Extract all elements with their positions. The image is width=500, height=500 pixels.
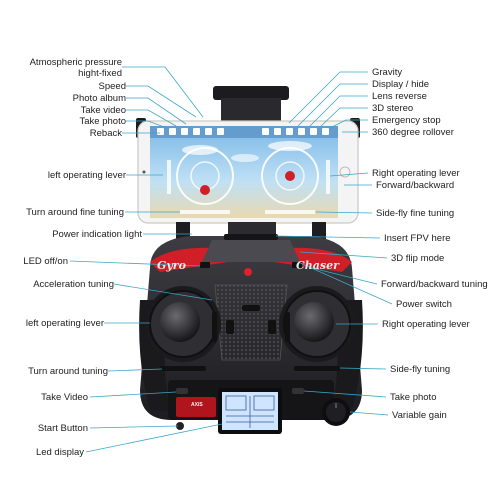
label-lens-reverse: Lens reverse (372, 91, 427, 102)
label-display-hide: Display / hide (372, 79, 430, 90)
label-led-off-on: LED off/on (23, 256, 68, 267)
brand-left: Gyro (157, 259, 186, 272)
controller-body (139, 234, 363, 434)
brand-right: Chaser (296, 259, 339, 272)
label-power-switch: Power switch (396, 299, 452, 310)
brand-logo: AXIS (191, 402, 203, 408)
label-start-button: Start Button (37, 423, 88, 434)
label-variable-gain: Variable gain (392, 410, 447, 421)
smartphone (137, 120, 359, 224)
label-take-video-top: Take video (80, 105, 126, 116)
label-right-operating-lever: Right operating lever (382, 319, 470, 330)
label-right-operating-lever-phone: Right operating lever (372, 168, 460, 179)
label-turn-around-fine-tuning: Turn around fine tuning (26, 207, 124, 218)
label-gravity: Gravity (372, 67, 403, 78)
leader-lines-right (275, 71, 393, 416)
label-360-rollover: 360 degree rollover (372, 127, 454, 138)
label-hight-fixed: hight-fixed (78, 68, 122, 79)
label-led-display: Led display (35, 447, 84, 458)
label-left-operating-lever-phone: left operating lever (47, 170, 126, 181)
label-take-photo: Take photo (390, 392, 437, 403)
label-emergency-stop: Emergency stop (372, 115, 441, 126)
label-side-fly-fine-tuning: Side-fly fine tuning (376, 208, 455, 219)
label-power-indication-light: Power indication light (52, 229, 142, 240)
label-forward-backward-phone: Forward/backward (376, 180, 455, 191)
label-photo-album: Photo album (72, 93, 126, 104)
label-3d-stereo: 3D stereo (372, 103, 414, 114)
label-forward-backward-tuning: Forward/backward tuning (381, 279, 488, 290)
label-reback: Reback (89, 128, 122, 139)
label-side-fly-tuning: Side-fly tuning (390, 364, 451, 375)
label-take-photo-top: Take photo (79, 116, 126, 127)
label-3d-flip-mode: 3D flip mode (391, 253, 445, 264)
leader-lines-left (69, 66, 223, 453)
label-take-video: Take Video (41, 392, 88, 403)
label-acceleration-tuning: Acceleration tuning (33, 279, 114, 290)
label-turn-around-tuning: Turn around tuning (28, 366, 108, 377)
label-speed: Speed (98, 81, 126, 92)
label-left-operating-lever: left operating lever (25, 318, 104, 329)
label-atmospheric-pressure: Atmospheric pressure (29, 57, 122, 68)
label-insert-fpv: Insert FPV here (384, 233, 451, 244)
